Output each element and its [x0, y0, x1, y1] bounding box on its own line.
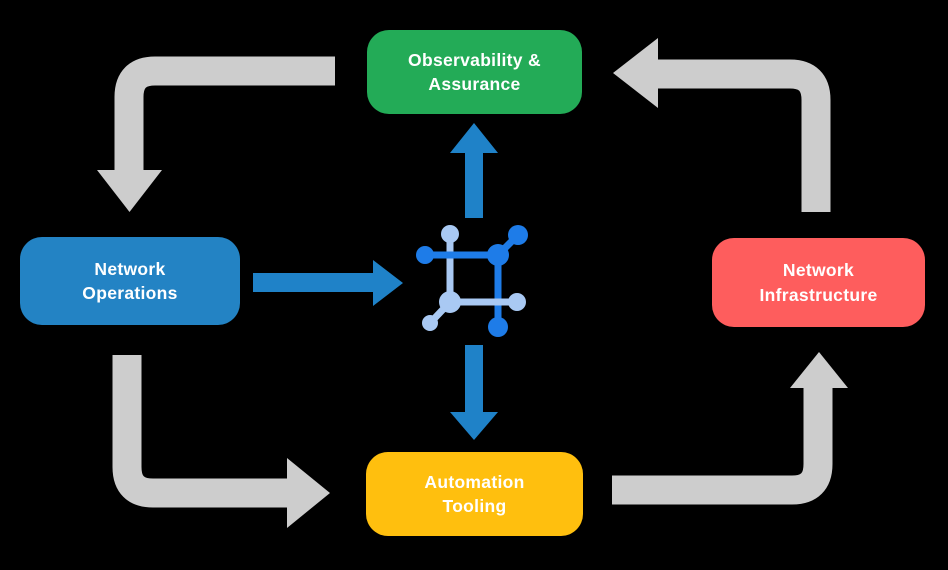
flow-arrow-operations-to-hub	[253, 260, 403, 306]
network-hub-icon	[416, 225, 528, 337]
cycle-arrowhead-left-icon	[613, 38, 658, 108]
node-network-operations: Network Operations	[20, 237, 240, 325]
flow-arrow-hub-to-automation	[450, 345, 498, 440]
node-label-line: Observability &	[408, 49, 541, 70]
cycle-arrowhead-down-icon	[97, 170, 162, 212]
node-observability-assurance: Observability & Assurance	[367, 30, 582, 114]
node-label-line: Operations	[82, 283, 178, 303]
node-network-infrastructure: Network Infrastructure	[712, 238, 925, 327]
cycle-arrow-operations-to-automation	[112, 355, 330, 528]
cycle-arrow-shaft	[112, 355, 289, 508]
cycle-arrow-shaft	[656, 59, 831, 212]
node-label-line: Infrastructure	[759, 284, 878, 305]
hub-icon-light-front	[422, 291, 526, 331]
hub-icon-dark	[416, 225, 528, 337]
node-label-line: Network	[782, 260, 855, 281]
node-label-line: Tooling	[442, 496, 507, 516]
cycle-arrow-automation-to-infrastructure	[612, 352, 848, 505]
node-automation-tooling: Automation Tooling	[366, 452, 583, 536]
flow-arrow-hub-to-observability	[450, 123, 498, 218]
node-label-line: Assurance	[428, 74, 521, 94]
node-label-line: Network	[94, 258, 166, 279]
cycle-arrow-observability-to-operations	[97, 56, 335, 212]
cycle-arrow-shaft	[612, 387, 833, 505]
cycle-arrowhead-up-icon	[790, 352, 848, 388]
cycle-arrow-shaft	[114, 56, 335, 172]
cycle-arrowhead-right-icon	[287, 458, 330, 528]
cycle-arrow-infrastructure-to-observability	[613, 38, 831, 212]
node-label-line: Automation	[424, 471, 525, 492]
